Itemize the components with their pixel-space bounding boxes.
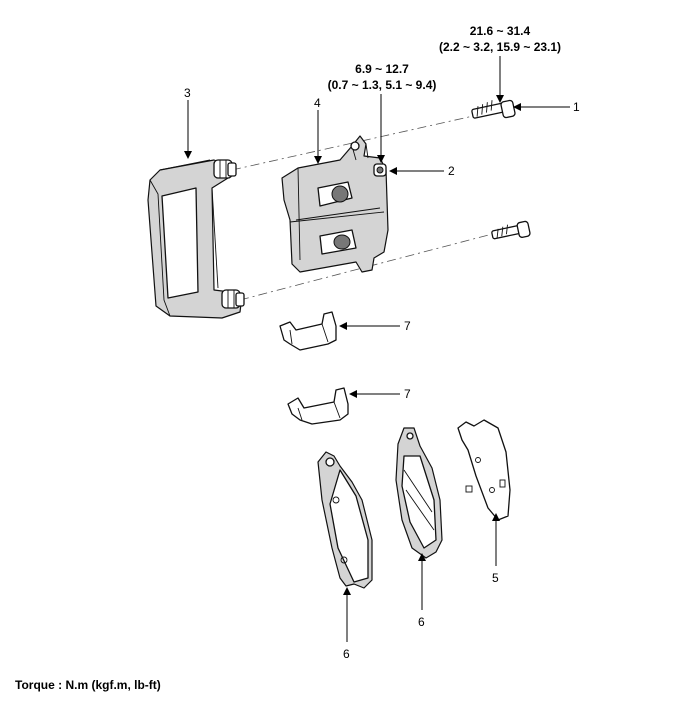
callout-5: 5 [492, 571, 499, 585]
torque-bleeder-line2: (0.7 ~ 1.3, 5.1 ~ 9.4) [328, 78, 437, 92]
torque-bleeder-line1: 6.9 ~ 12.7 [355, 62, 409, 76]
caliper-body [281, 135, 389, 273]
caliper-bracket [147, 159, 245, 319]
callout-2: 2 [448, 164, 455, 178]
brake-pad-outer [317, 451, 373, 589]
guide-rod-bolt-upper [471, 99, 516, 119]
pad-retainer-clip-lower [287, 387, 349, 425]
callout-6-outer-pad: 6 [343, 647, 350, 661]
pad-retainer-clip-upper [279, 311, 337, 351]
callout-7-upper: 7 [404, 319, 411, 333]
brake-pad-shim [457, 419, 511, 521]
torque-bolt-line1: 21.6 ~ 31.4 [470, 24, 531, 38]
torque-bolt-line2: (2.2 ~ 3.2, 15.9 ~ 23.1) [439, 40, 561, 54]
torque-units-note: Torque : N.m (kgf.m, lb-ft) [15, 678, 161, 692]
callout-7-lower: 7 [404, 387, 411, 401]
brake-pad-inner [395, 427, 443, 559]
leader-lines [184, 56, 570, 642]
bleeder-screw [373, 163, 387, 177]
guide-rod-bolt-lower [491, 220, 531, 240]
callout-3: 3 [184, 86, 191, 100]
callout-1: 1 [573, 100, 580, 114]
callout-6-inner-pad: 6 [418, 615, 425, 629]
callout-4: 4 [314, 96, 321, 110]
